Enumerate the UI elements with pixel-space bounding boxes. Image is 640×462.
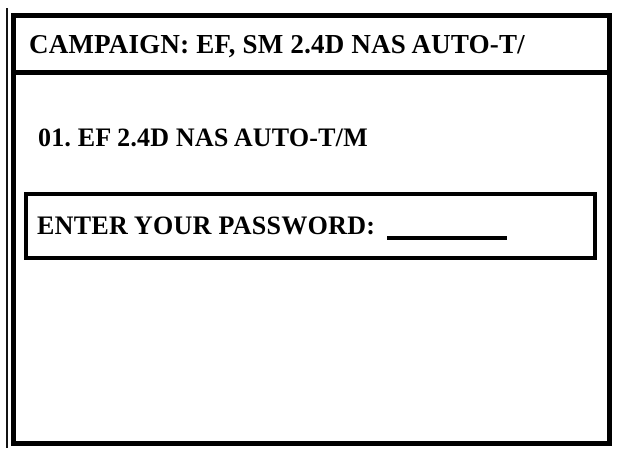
password-field-box[interactable]: ENTER YOUR PASSWORD: <box>24 192 597 260</box>
document-body: 01. EF 2.4D NAS AUTO-T/M ENTER YOUR PASS… <box>16 75 607 441</box>
item-label: 01. EF 2.4D NAS AUTO-T/M <box>38 123 368 152</box>
document-frame: CAMPAIGN: EF, SM 2.4D NAS AUTO-T/ 01. EF… <box>11 13 612 446</box>
header-band: CAMPAIGN: EF, SM 2.4D NAS AUTO-T/ <box>16 18 607 75</box>
password-label: ENTER YOUR PASSWORD: <box>37 211 376 240</box>
empty-form-area <box>24 270 599 435</box>
scan-edge-artifact <box>6 8 8 448</box>
password-input-blank[interactable] <box>387 236 508 240</box>
campaign-title: CAMPAIGN: EF, SM 2.4D NAS AUTO-T/ <box>29 28 525 59</box>
password-row: ENTER YOUR PASSWORD: <box>37 196 587 256</box>
